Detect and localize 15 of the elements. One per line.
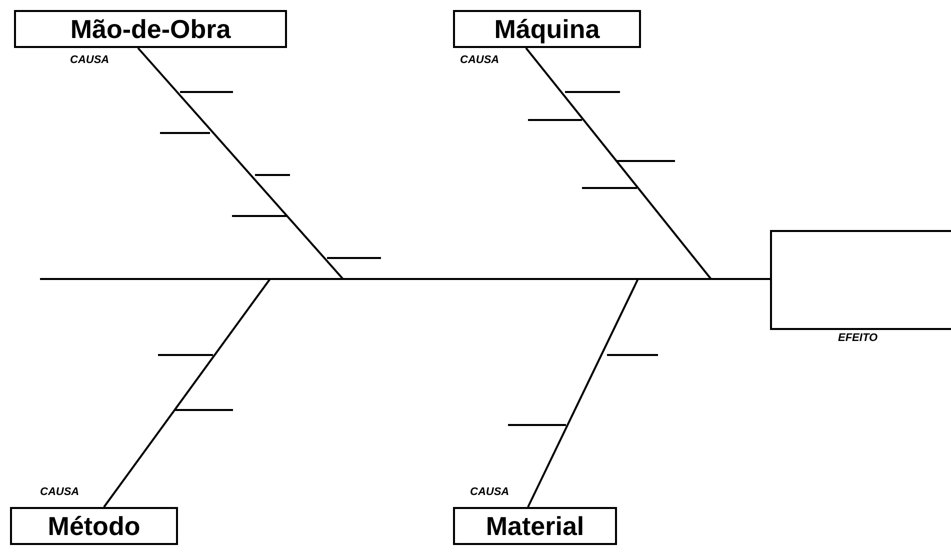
cause-caption: CAUSA (40, 486, 80, 499)
category-label: Método (48, 511, 140, 541)
category-label: Mão-de-Obra (70, 14, 231, 44)
cause-caption: CAUSA (70, 54, 110, 67)
effect-caption: EFEITO (838, 332, 878, 345)
effect-box (770, 230, 951, 330)
category-label: Máquina (494, 14, 600, 44)
category-box (453, 507, 617, 545)
category-box (14, 10, 287, 48)
cause-caption: CAUSA (470, 486, 510, 499)
category-label: Material (486, 511, 584, 541)
category-box (453, 10, 641, 48)
category-box (10, 507, 178, 545)
cause-bone-line (527, 278, 770, 508)
cause-caption: CAUSA (460, 54, 500, 67)
